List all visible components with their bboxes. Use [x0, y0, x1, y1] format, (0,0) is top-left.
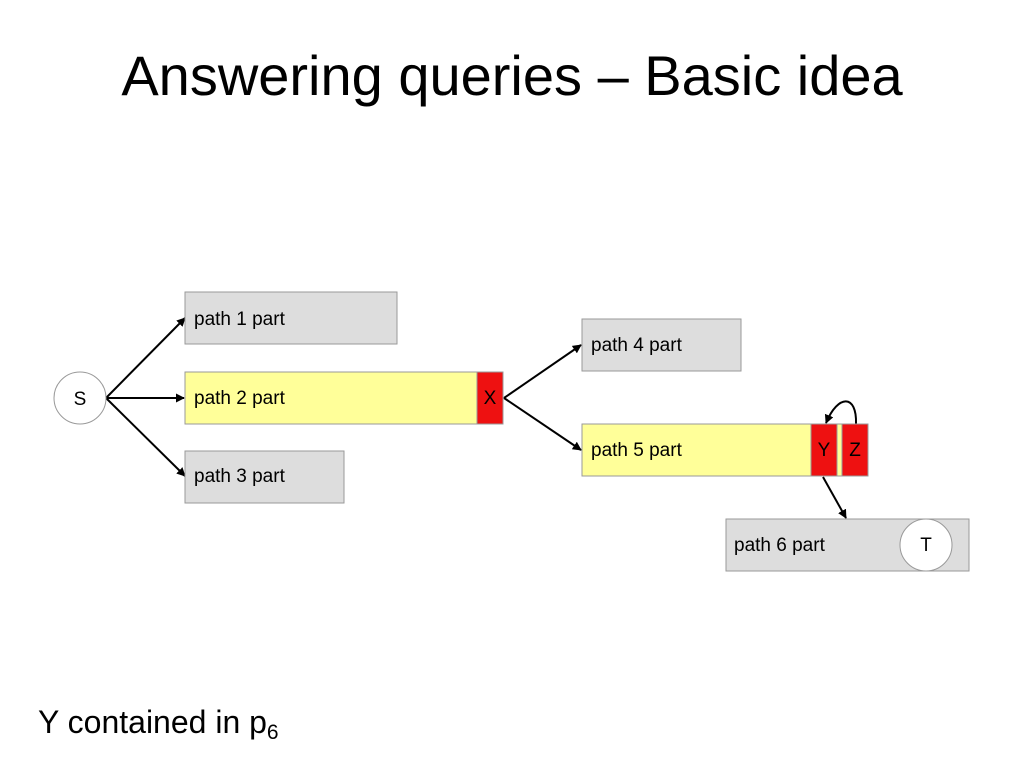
- path-4-box: path 4 part: [581, 318, 742, 372]
- caption: Y contained in p6: [38, 700, 279, 744]
- path-5-label: path 5 part: [591, 440, 683, 461]
- path-3-label: path 3 part: [194, 466, 286, 487]
- marker-x: X: [476, 371, 504, 425]
- path-4-label: path 4 part: [591, 335, 683, 356]
- arrow-s-to-path3: [105, 397, 186, 477]
- caption-text: Y contained in p: [38, 704, 267, 740]
- target-node-label: T: [920, 535, 932, 556]
- start-node: S: [53, 371, 107, 425]
- path-1-label: path 1 part: [194, 309, 286, 330]
- start-node-label: S: [74, 389, 87, 410]
- path-2-label: path 2 part: [194, 388, 286, 409]
- marker-z: Z: [841, 423, 869, 477]
- marker-y-label: Y: [818, 440, 831, 461]
- arrow-z-to-y: [824, 400, 858, 425]
- slide-title: Answering queries – Basic idea: [121, 44, 903, 107]
- path-1-box: path 1 part: [184, 291, 398, 345]
- arrow-s-to-path1: [105, 317, 186, 399]
- arrow-x-to-path5: [503, 397, 582, 451]
- path-3-box: path 3 part: [184, 450, 345, 504]
- marker-y: Y: [810, 423, 838, 477]
- path-2-box: path 2 part: [184, 371, 504, 425]
- caption-subscript: 6: [266, 721, 279, 744]
- target-node: T: [899, 518, 953, 572]
- path-6-label: path 6 part: [734, 535, 826, 556]
- marker-x-label: X: [484, 388, 497, 409]
- arrow-x-to-path4: [503, 344, 582, 399]
- marker-z-label: Z: [849, 440, 861, 461]
- arrow-y-to-path6: [822, 476, 847, 519]
